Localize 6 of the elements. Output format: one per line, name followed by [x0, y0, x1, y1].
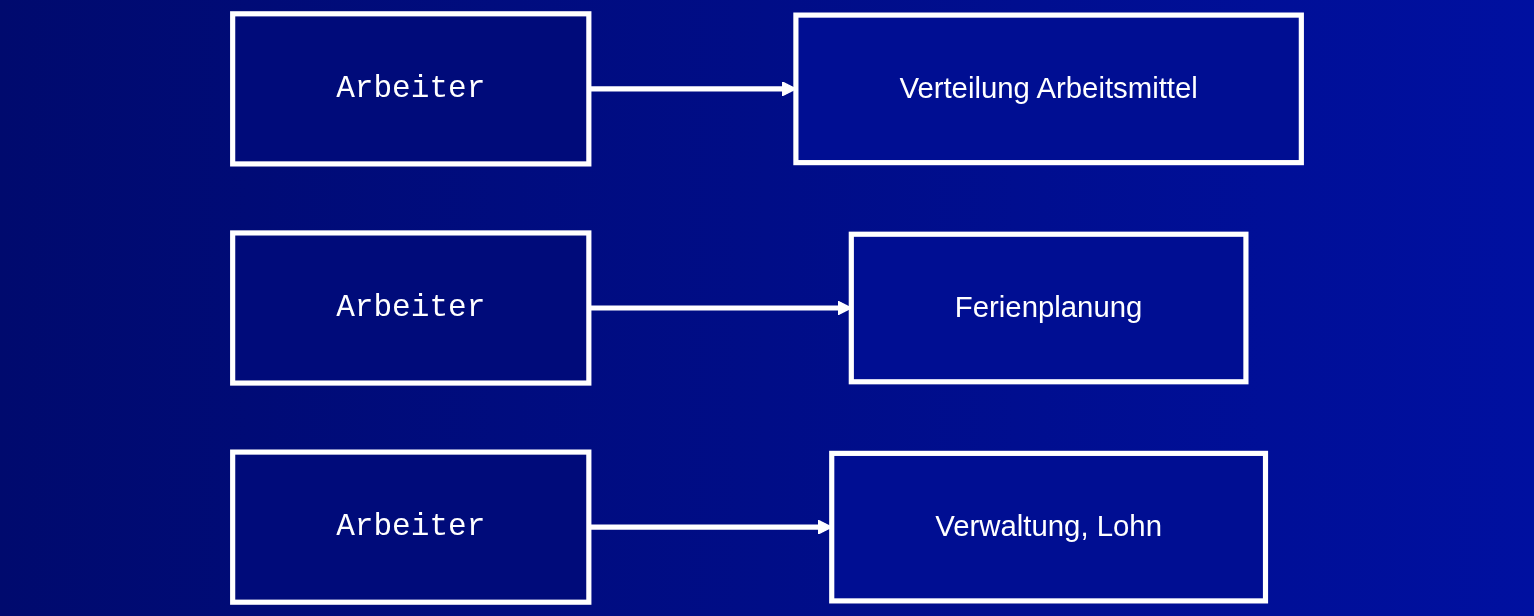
- node-box: Arbeiter: [230, 449, 592, 605]
- node-box: Arbeiter: [230, 11, 592, 167]
- node-box: Verwaltung, Lohn: [829, 450, 1269, 604]
- node-box: Verteilung Arbeitsmittel: [793, 12, 1304, 166]
- node-box: Ferienplanung: [848, 231, 1249, 385]
- node-box: Arbeiter: [230, 230, 592, 386]
